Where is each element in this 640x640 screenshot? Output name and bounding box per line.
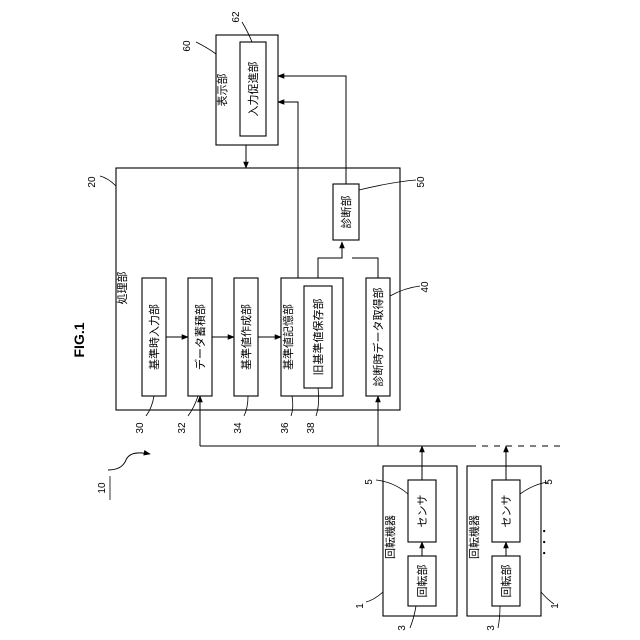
figure-label: FIG.1: [71, 322, 87, 357]
data-store-leader: [188, 396, 198, 416]
arrow-36-to-display: [278, 102, 298, 278]
diag-data-acquire-label: 診断時データ取得部: [371, 288, 385, 387]
input-prompt-ref-leader: [242, 22, 252, 42]
module-diag-data-acquire: 診断時データ取得部 40: [366, 278, 431, 396]
input-prompt-label: 入力促進部: [246, 62, 260, 117]
processing-label: 処理部: [115, 272, 129, 305]
diag-data-acquire-ref: 40: [420, 281, 431, 293]
ref-value-create-ref: 34: [233, 422, 244, 434]
processing-ref: 20: [87, 176, 98, 188]
arrow-40-to-diagnosis: [352, 258, 378, 278]
old-value-save-leader: [316, 388, 319, 416]
system-ref-arrow: [108, 453, 150, 470]
display-label: 表示部: [215, 74, 229, 107]
rotor-1-ref-leader: [410, 606, 416, 628]
input-prompt-ref: 62: [231, 11, 242, 23]
old-value-save-ref: 38: [306, 422, 317, 434]
machine-1-ref-leader: [366, 592, 383, 602]
machine-1-label: 回転機器: [383, 515, 397, 559]
continuation-dots: ・・・: [538, 526, 551, 559]
ref-time-input-label: 基準時入力部: [147, 304, 161, 370]
data-store-ref: 32: [177, 422, 188, 434]
ref-time-input-ref: 30: [135, 422, 146, 434]
old-value-save-label: 旧基準値保存部: [311, 299, 325, 376]
rotating-machine-1: 回転機器 センサ 回転部 1 5 3: [355, 446, 457, 631]
diagnosis-label: 診断部: [339, 196, 353, 229]
machine-2-ref-leader: [541, 592, 554, 604]
display-ref-leader: [196, 42, 216, 54]
arrow-36-to-diagnosis: [318, 242, 342, 278]
sensor-1-ref-leader: [376, 480, 408, 494]
sensor-2-ref: 5: [544, 479, 555, 485]
ref-time-input-leader: [146, 396, 154, 416]
display-unit: 表示部 入力促進部 60 62: [182, 11, 278, 145]
ref-value-create-label: 基準値作成部: [239, 304, 253, 370]
machine-1-ref: 1: [355, 603, 366, 609]
processing-ref-leader: [100, 176, 116, 186]
ref-value-create-leader: [244, 396, 248, 416]
rotor-1-ref: 3: [397, 625, 408, 631]
diag-data-acquire-leader: [390, 286, 420, 296]
ref-value-memory-leader: [291, 396, 293, 416]
rotor-1-label: 回転部: [415, 565, 429, 598]
sensor-1-label: センサ: [416, 495, 429, 528]
sensor-1-ref: 5: [364, 479, 375, 485]
diagnosis-ref-leader: [359, 180, 416, 190]
system-ref-number: 10: [97, 482, 108, 494]
display-ref: 60: [182, 40, 193, 52]
machine-2-ref: 1: [550, 603, 561, 609]
ref-value-memory-label: 基準値記憶部: [281, 304, 295, 370]
processing-unit: 処理部 20: [87, 168, 400, 410]
machine-2-label: 回転機器: [467, 515, 481, 559]
sensor-2-label: センサ: [500, 495, 513, 528]
rotor-2-ref-leader: [498, 606, 500, 628]
system-ref: 10: [97, 453, 150, 500]
rotor-2-label: 回転部: [499, 565, 513, 598]
ref-value-memory-ref: 36: [280, 422, 291, 434]
diagnosis-ref: 50: [416, 176, 427, 188]
diagnosis-unit: 診断部 50: [333, 176, 427, 240]
rotor-2-ref: 3: [486, 625, 497, 631]
data-store-label: データ蓄積部: [193, 304, 207, 370]
